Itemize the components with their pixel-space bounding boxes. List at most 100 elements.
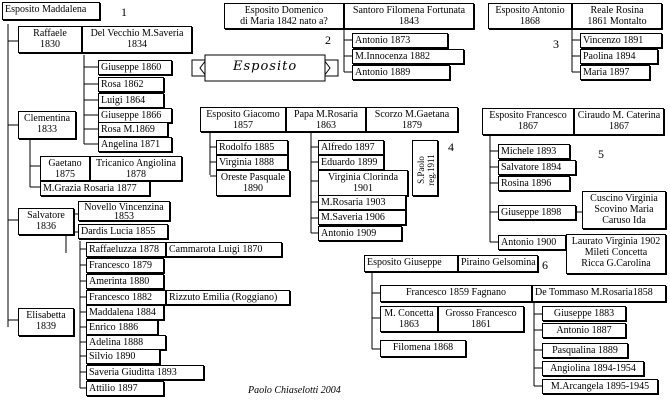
person-clementina[interactable]: Clementina 1833: [18, 111, 76, 139]
family-number-2: 2: [325, 33, 331, 47]
child-saveria-giuditta[interactable]: Saveria Giuditta 1893: [86, 365, 204, 380]
child-michele-1893[interactable]: Michele 1893: [498, 144, 570, 159]
child-virginia-1888[interactable]: Virginia 1888: [216, 155, 288, 170]
person-grosso-francesco[interactable]: Grosso Francesco 1861: [438, 306, 524, 332]
person-year: 1843: [399, 16, 419, 27]
child-silvio-1890[interactable]: Silvio 1890: [86, 349, 160, 364]
person-esposito-domenico[interactable]: Esposito Domenico di Maria 1842 nato a?: [224, 3, 344, 29]
child-pasqualina-1889[interactable]: Pasqualina 1889: [542, 343, 628, 358]
family-number-3: 3: [553, 37, 559, 51]
child-antonio-1873[interactable]: Antonio 1873: [352, 33, 448, 48]
person-name: Novello Vincenzina: [84, 202, 164, 213]
spouses-antonio[interactable]: Laurato Virginia 1902 Mileti Concetta Ri…: [566, 234, 666, 274]
spouse-name: Laurato Virginia 1902: [571, 236, 661, 247]
person-esposito-antonio[interactable]: Esposito Antonio 1868: [488, 3, 572, 29]
person-salvatore[interactable]: Salvatore 1836: [18, 208, 74, 235]
person-name: Clementina: [23, 113, 71, 124]
child-m-innocenza[interactable]: M.Innocenza 1882: [352, 49, 464, 64]
child-rodolfo-1885[interactable]: Rodolfo 1885: [216, 140, 288, 155]
person-year: 1890: [243, 183, 263, 194]
author-signature: Paolo Chiaselotti 2004: [248, 385, 341, 396]
child-attilio-1897[interactable]: Attilio 1897: [86, 381, 164, 396]
person-elisabetta[interactable]: Elisabetta 1839: [18, 308, 74, 336]
person-year: 1834: [127, 39, 147, 50]
person-esposito-giuseppe[interactable]: Esposito Giuseppe: [364, 255, 458, 272]
child-enrico-1886[interactable]: Enrico 1886: [86, 320, 158, 335]
person-year: 1853: [114, 211, 134, 222]
child-antonio-1909[interactable]: Antonio 1909: [318, 226, 402, 241]
child-angelina-1871[interactable]: Angelina 1871: [98, 137, 172, 152]
child-maria-1897[interactable]: Maria 1897: [580, 65, 650, 80]
person-esposito-maddalena[interactable]: Esposito Maddalena: [2, 2, 100, 20]
child-francesco-1879[interactable]: Francesco 1879: [86, 258, 164, 273]
person-rizzuto[interactable]: Rizzuto Emilia (Roggiano): [166, 290, 290, 305]
child-luigi-1864[interactable]: Luigi 1864: [98, 93, 164, 108]
person-year: 1867: [609, 121, 629, 132]
family-number-6: 6: [542, 258, 548, 272]
child-paolina-1894[interactable]: Paolina 1894: [580, 49, 658, 64]
child-francesco-1882[interactable]: Francesco 1882: [86, 290, 166, 305]
child-maddalena-1884[interactable]: Maddalena 1884: [86, 305, 164, 320]
child-m-rosaria-1903[interactable]: M.Rosaria 1903: [318, 195, 406, 210]
person-name: M. Concetta: [384, 308, 434, 319]
person-scorzo-m-gaetana[interactable]: Scorzo M.Gaetana 1879: [366, 107, 458, 132]
person-reale-rosina[interactable]: Reale Rosina 1861 Montalto: [572, 3, 662, 29]
child-giuseppe-1860[interactable]: Giuseppe 1860: [98, 60, 172, 75]
child-rosa-1862[interactable]: Rosa 1862: [98, 77, 164, 92]
person-name: Esposito Domenico: [244, 5, 324, 16]
child-raffaeluzza[interactable]: Raffaeluzza 1878: [86, 242, 166, 257]
place-label: S.Paolo: [416, 156, 426, 184]
person-piraino-gelsomina[interactable]: Piraino Gelsomina: [458, 255, 538, 272]
person-esposito-francesco[interactable]: Esposito Francesco 1867: [482, 108, 574, 135]
person-year: 1833: [37, 124, 57, 135]
person-name: Santoro Filomena Fortunata: [352, 5, 466, 16]
child-antonio-1887[interactable]: Antonio 1887: [542, 323, 626, 338]
child-alfredo-1897[interactable]: Alfredo 1897: [318, 140, 384, 155]
child-amerinta-1880[interactable]: Amerinta 1880: [86, 274, 164, 289]
person-name: Scorzo M.Gaetana: [374, 109, 450, 120]
person-cammarota[interactable]: Cammarota Luigi 1870: [166, 242, 282, 257]
child-giuseppe-1866[interactable]: Giuseppe 1866: [98, 108, 172, 123]
person-name: Del Vecchio M.Saveria: [90, 28, 184, 39]
person-m-concetta[interactable]: M. Concetta 1863: [380, 306, 438, 332]
child-salvatore-1894[interactable]: Salvatore 1894: [498, 160, 576, 175]
child-giuseppe-1898[interactable]: Giuseppe 1898: [498, 205, 576, 220]
person-francesco-1859[interactable]: Francesco 1859 Fagnano: [380, 285, 532, 302]
child-vincenzo-1891[interactable]: Vincenzo 1891: [580, 33, 662, 48]
child-rosa-m-1869[interactable]: Rosa M.1869: [98, 122, 168, 137]
person-year: 1861: [471, 319, 491, 330]
person-dardis[interactable]: Dardis Lucia 1855: [78, 224, 168, 239]
child-virginia-clorinda[interactable]: Virginia Clorinda 1901: [318, 170, 408, 196]
child-oreste-pasquale[interactable]: Oreste Pasquale 1890: [216, 170, 290, 196]
person-year: 1901: [353, 183, 373, 194]
registry-label: reg.1911: [426, 154, 436, 186]
child-adelina-1888[interactable]: Adelina 1888: [86, 335, 166, 350]
child-antonio-1900[interactable]: Antonio 1900: [498, 235, 566, 250]
child-m-arcangela[interactable]: M.Arcangela 1895-1945: [542, 379, 658, 394]
child-angiolina[interactable]: Angiolina 1894-1954: [542, 361, 644, 376]
child-eduardo-1899[interactable]: Eduardo 1899: [318, 155, 384, 170]
child-m-grazia-rosaria[interactable]: M.Grazia Rosaria 1877: [40, 181, 150, 196]
person-papa-m-rosaria[interactable]: Papa M.Rosaria 1863: [286, 107, 366, 132]
person-name: Elisabetta: [26, 310, 66, 321]
person-novello[interactable]: Novello Vincenzina 1853: [78, 201, 170, 222]
person-year: 1861 Montalto: [587, 16, 647, 27]
person-esposito-giacomo[interactable]: Esposito Giacomo 1857: [200, 107, 286, 132]
spouses-giuseppe[interactable]: Cuscino Virginia Scovino Maria Caruso Id…: [582, 191, 666, 229]
person-raffaele[interactable]: Raffaele 1830: [18, 26, 82, 53]
child-m-saveria-1906[interactable]: M.Saveria 1906: [318, 210, 406, 225]
child-antonio-1889[interactable]: Antonio 1889: [352, 65, 450, 80]
person-year: 1878: [126, 169, 146, 180]
person-del-vecchio[interactable]: Del Vecchio M.Saveria 1834: [82, 26, 192, 53]
child-rosina-1896[interactable]: Rosina 1896: [498, 176, 570, 191]
person-name: Ciraudo M. Caterina: [577, 110, 661, 121]
person-santoro-filomena[interactable]: Santoro Filomena Fortunata 1843: [344, 3, 474, 29]
person-gaetano[interactable]: Gaetano 1875: [40, 156, 90, 181]
child-filomena-1868[interactable]: Filomena 1868: [380, 340, 466, 357]
child-giuseppe-1883[interactable]: Giuseppe 1883: [542, 306, 626, 321]
person-name: Esposito Antonio: [495, 5, 565, 16]
person-ciraudo-m-caterina[interactable]: Ciraudo M. Caterina 1867: [574, 108, 664, 135]
person-tricanico[interactable]: Tricanico Angiolina 1878: [90, 156, 182, 181]
person-de-tommaso[interactable]: De Tommaso M.Rosaria1858: [532, 285, 666, 302]
